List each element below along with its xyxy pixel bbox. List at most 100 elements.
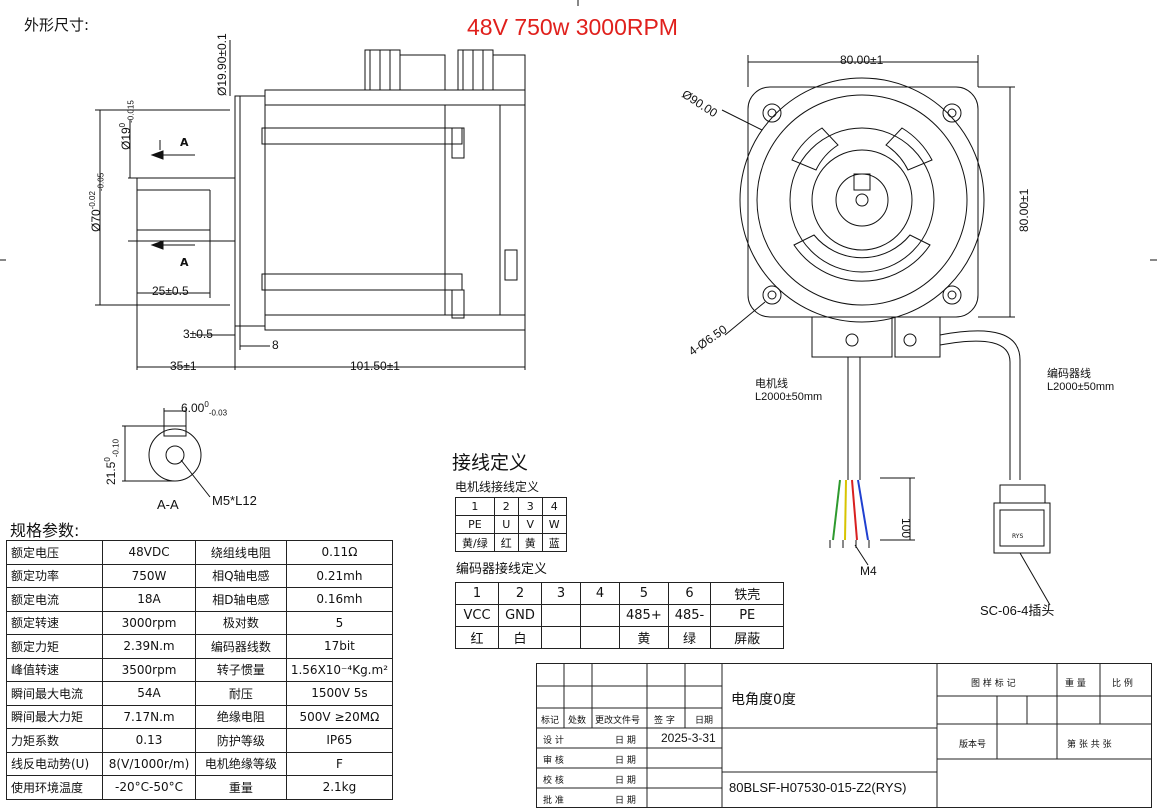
table-row: 黄/绿红黄蓝 [455, 533, 567, 552]
spec-param: 力矩系数 [5, 728, 104, 753]
sheet-label: 第 张 共 张 [1067, 740, 1112, 750]
spec-value: 0.13 [102, 728, 196, 753]
section-view-lines [122, 408, 211, 498]
approve-label: 批 准 [543, 796, 564, 806]
spec-param: 耐压 [194, 681, 287, 706]
spec-value: 2.39N.m [102, 634, 196, 659]
dim-front-width: 80.00±1 [840, 53, 884, 67]
spec-value: 7.17N.m [102, 704, 196, 729]
spec-value: 0.21mh [285, 563, 394, 588]
dim-pilot-dia: Ø70-0.02-0.05 [88, 172, 106, 232]
spec-param: 额定电流 [5, 587, 104, 612]
dim-front-height: 80.00±1 [1017, 188, 1031, 232]
design-date: 2025-3-31 [661, 731, 716, 745]
side-view-lines [95, 40, 526, 370]
dim-key-width: 6.000-0.03 [181, 400, 228, 418]
spec-param: 额定功率 [5, 563, 104, 588]
spec-param: 峰值转速 [5, 657, 104, 682]
spec-value: 2.1kg [285, 775, 394, 800]
spec-param: 极对数 [194, 610, 287, 635]
weight-label: 重 量 [1065, 679, 1086, 689]
spec-param: 瞬间最大电流 [5, 681, 104, 706]
spec-value: 18A [102, 587, 196, 612]
spec-value: 750W [102, 563, 196, 588]
title-block: 标记 处数 更改文件号 签 字 日期 设 计 审 核 校 核 批 准 日 期 日… [536, 663, 1152, 808]
stage-mark-label: 图 样 标 记 [971, 679, 1016, 689]
plug-tag: RYS [1012, 533, 1024, 540]
encoder-cable-label: 编码器线 [1047, 367, 1091, 380]
spec-param: 相Q轴电感 [194, 563, 287, 588]
drawing-number: 80BLSF-H07530-015-Z2(RYS) [729, 780, 907, 795]
motor-cable-length: L2000±50mm [755, 391, 823, 403]
dim-flange-dia: Ø19.90±0.1 [215, 33, 229, 96]
title-block-grid [537, 664, 1151, 807]
spec-param: 防护等级 [194, 728, 287, 753]
spec-value: 8(V/1000r/m) [102, 751, 196, 776]
proof-label: 校 核 [543, 776, 564, 786]
dim-body-length: 101.50±1 [350, 359, 400, 373]
dim-shaft-dia: Ø190-0.015 [118, 100, 136, 150]
section-label: A-A [157, 497, 179, 512]
spec-param: 额定电压 [5, 540, 104, 565]
spec-param: 相D轴电感 [194, 587, 287, 612]
spec-value: 5 [285, 610, 394, 635]
spec-value: 3000rpm [102, 610, 196, 635]
specs-title: 规格参数: [10, 521, 80, 540]
colored-wires [832, 479, 869, 541]
spec-value: F [285, 751, 394, 776]
spec-param: 转子惯量 [194, 657, 287, 682]
drawing-note: 电角度0度 [731, 692, 796, 708]
dimensions-label: 外形尺寸: [24, 16, 90, 34]
version-label: 版本号 [959, 740, 987, 750]
change-col-sign: 签 字 [654, 716, 675, 726]
date-label-2: 日 期 [615, 756, 636, 766]
spec-value: 0.16mh [285, 587, 394, 612]
spec-value: 0.11Ω [285, 540, 394, 565]
motor-wiring-title: 电机线接线定义 [455, 480, 540, 494]
drawing-title: 48V 750w 3000RPM [467, 14, 678, 40]
dim-key-length: 25±0.5 [152, 284, 189, 298]
spec-param: 重量 [194, 775, 287, 800]
spec-value: IP65 [285, 728, 394, 753]
spec-param: 绝缘电阻 [194, 704, 287, 729]
spec-value: 17bit [285, 634, 394, 659]
section-mark-bottom: A [180, 256, 189, 269]
spec-param: 额定力矩 [5, 634, 104, 659]
change-col-count: 处数 [568, 716, 587, 726]
encoder-wiring-title: 编码器接线定义 [456, 562, 548, 577]
dim-flange-thickness: 8 [272, 338, 279, 352]
spec-value: 500V ≥20MΩ [285, 704, 394, 729]
spec-param: 绕组线电阻 [194, 540, 287, 565]
spec-value: 1.56X10⁻⁴Kg.m² [285, 657, 394, 682]
thread-spec: M5*L12 [212, 493, 257, 508]
spec-param: 瞬间最大力矩 [5, 704, 104, 729]
wiring-title: 接线定义 [452, 452, 529, 474]
plug-label: SC-06-4插头 [980, 603, 1055, 618]
encoder-cable-length: L2000±50mm [1047, 381, 1115, 393]
terminal-label: M4 [860, 564, 877, 578]
date-label-3: 日 期 [615, 776, 636, 786]
design-label: 设 计 [543, 736, 564, 746]
spec-value: 1500V 5s [285, 681, 394, 706]
spec-value: 54A [102, 681, 196, 706]
spec-value: 48VDC [102, 540, 196, 565]
spec-value: 3500rpm [102, 657, 196, 682]
spec-param: 编码器线数 [194, 634, 287, 659]
date-label-1: 日 期 [615, 736, 636, 746]
spec-param: 线反电动势(U) [5, 751, 104, 776]
